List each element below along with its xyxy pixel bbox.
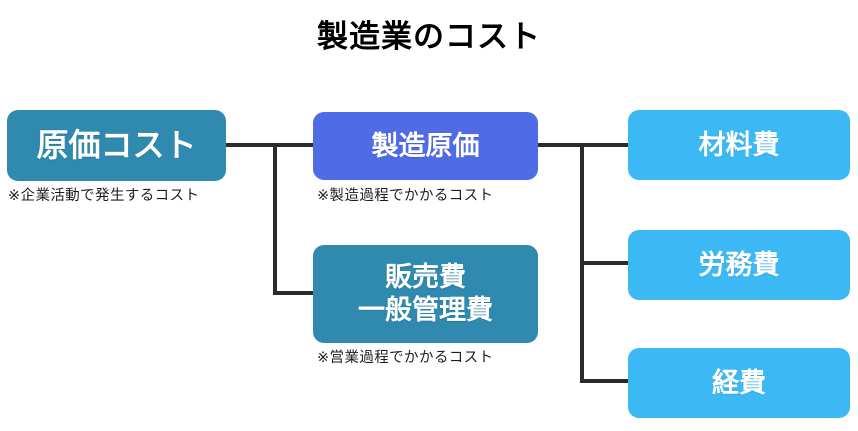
connector-to-manufacturing-cost [273,143,315,147]
connector-manufacturing-stub [538,143,584,147]
node-root-cost[interactable]: 原価コスト [7,110,226,181]
node-expense-cost[interactable]: 経費 [628,348,850,418]
node-root-cost-label: 原価コスト [36,126,197,163]
node-sga-cost[interactable]: 販売費 一般管理費 [313,245,538,343]
connector-left-spine [273,143,277,295]
connector-to-sga-cost [273,291,315,295]
page-title: 製造業のコスト [317,19,541,54]
caption-root-cost: ※企業活動で発生するコスト [8,188,200,204]
connector-to-labor-cost [580,261,630,265]
node-manufacturing-cost[interactable]: 製造原価 [313,112,538,180]
node-labor-cost[interactable]: 労務費 [628,230,850,300]
node-labor-cost-label: 労務費 [698,249,780,280]
node-manufacturing-cost-label: 製造原価 [371,130,480,161]
node-sga-cost-label-line1: 販売費 [385,262,466,293]
node-material-cost[interactable]: 材料費 [628,110,850,180]
node-expense-cost-label: 経費 [712,367,766,398]
caption-manufacturing-cost: ※製造過程でかかるコスト [317,188,494,204]
connector-root-stub [226,143,277,147]
caption-sga-cost: ※営業過程でかかるコスト [317,350,494,366]
node-sga-cost-label: 販売費 一般管理費 [313,261,538,327]
node-material-cost-label: 材料費 [698,129,780,160]
node-sga-cost-label-line2: 一般管理費 [358,295,493,325]
connector-to-material-cost [580,143,630,147]
connector-to-expense-cost [580,379,630,383]
